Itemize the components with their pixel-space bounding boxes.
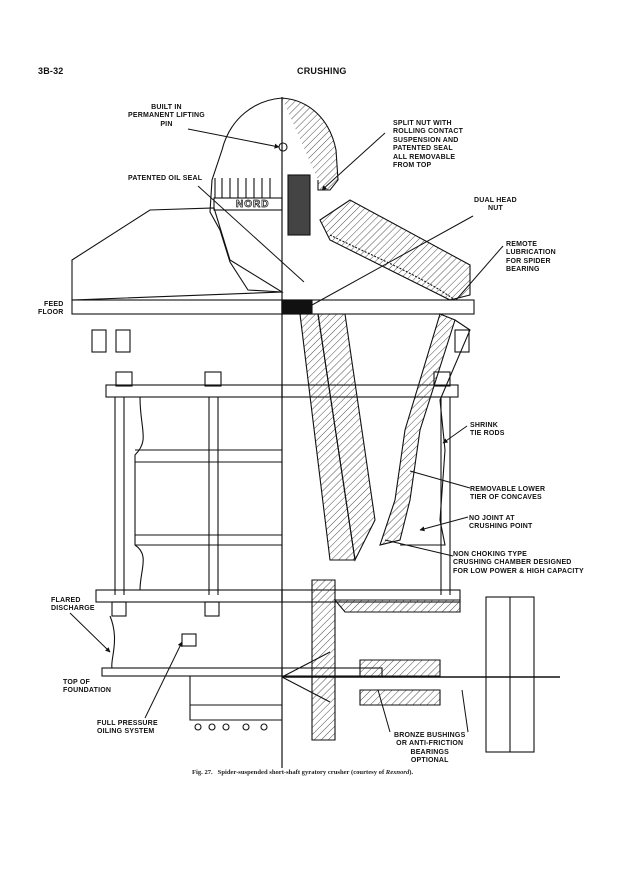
leader-non-choking [384, 539, 454, 557]
section-title: CRUSHING [297, 66, 347, 76]
leader-bushings-1 [377, 689, 391, 733]
leader-oil-seal [197, 185, 305, 283]
top-shell-flange-left [71, 299, 283, 315]
label-flared-discharge: FLARED DISCHARGE [51, 597, 95, 613]
mid-shell-left [135, 449, 282, 546]
lifting-pin [278, 142, 288, 152]
leader-lifting-pin [187, 128, 280, 149]
label-dual-head-nut: DUAL HEAD NUT [474, 197, 517, 213]
countershaft-housing [359, 689, 441, 706]
dome-section [281, 97, 339, 191]
oil-fitting [181, 633, 197, 647]
label-oil-seal: PATENTED OIL SEAL [128, 175, 203, 182]
bevel-line [281, 651, 331, 678]
spider-arm-section [319, 199, 471, 301]
concave-section [379, 313, 456, 546]
base-bolts [194, 723, 268, 731]
shell-profile-right [400, 319, 471, 546]
label-lifting-pin: BUILT IN PERMANENT LIFTING PIN [128, 104, 205, 128]
caption-text: Spider-suspended short-shaft gyratory cr… [217, 769, 386, 776]
leader-shrink-tie-rods [442, 425, 468, 444]
leader-lower-concaves [409, 470, 471, 489]
nut [204, 601, 220, 617]
caption-prefix: Fig. 27. [192, 769, 213, 776]
leader-no-joint [419, 516, 469, 532]
nameplate-text: NORD [236, 199, 270, 211]
caption-end: ). [409, 769, 414, 776]
leader-dual-head-nut [311, 215, 474, 306]
nameplate-band [213, 197, 283, 211]
bolt [454, 329, 470, 353]
leader-oiling-system [144, 641, 183, 719]
crusher-body [71, 97, 560, 768]
dome-exterior [209, 97, 283, 293]
nut [204, 371, 222, 387]
mantle-section [317, 313, 376, 562]
gear-housing-top [333, 599, 461, 613]
label-no-joint: NO JOINT AT CRUSHING POINT [469, 515, 533, 531]
leader-split-nut [321, 132, 386, 191]
label-split-nut: SPLIT NUT WITH ROLLING CONTACT SUSPENSIO… [393, 120, 464, 170]
dome-fins [214, 178, 271, 198]
label-remote-lubrication: REMOTE LUBRICATION FOR SPIDER BEARING [506, 241, 556, 274]
leader-remote-lubrication [455, 245, 504, 301]
flared-discharge-profile [109, 615, 116, 669]
bolt [91, 329, 107, 353]
nut [111, 601, 127, 617]
dark-bushing-block [281, 299, 313, 315]
lubrication-line [329, 234, 456, 301]
base-housing-left [189, 676, 282, 721]
label-oiling-system: FULL PRESSURE OILING SYSTEM [97, 720, 158, 736]
bolt [115, 329, 131, 353]
foundation-plate-left [101, 667, 283, 677]
caption-credit: Rexnord [385, 769, 410, 776]
leader-lines [69, 128, 504, 733]
split-nut-threads [287, 174, 311, 236]
shell-profile-left [134, 396, 144, 591]
page-number: 3B-32 [38, 66, 64, 76]
label-feed-floor: FEED FLOOR [38, 301, 64, 317]
leader-bushings-2 [461, 689, 469, 733]
bevel-line [281, 676, 331, 703]
figure-caption: Fig. 27. Spider-suspended short-shaft gy… [192, 769, 413, 776]
label-non-choking: NON CHOKING TYPE CRUSHING CHAMBER DESIGN… [453, 551, 584, 575]
eccentric-housing [311, 579, 336, 741]
label-top-of-foundation: TOP OF FOUNDATION [63, 679, 112, 695]
countershaft-housing [359, 659, 441, 677]
upper-ring-right [281, 384, 459, 398]
nut [115, 371, 133, 387]
label-lower-concaves: REMOVABLE LOWER TIER OF CONCAVES [470, 486, 546, 502]
label-bushings: BRONZE BUSHINGS OR ANTI-FRICTION BEARING… [394, 732, 466, 765]
label-shrink-tie-rods: SHRINK TIE RODS [470, 422, 505, 438]
spider-arm-exterior [71, 207, 284, 301]
upper-ring-left [105, 384, 283, 398]
leader-flared-discharge [69, 612, 111, 653]
